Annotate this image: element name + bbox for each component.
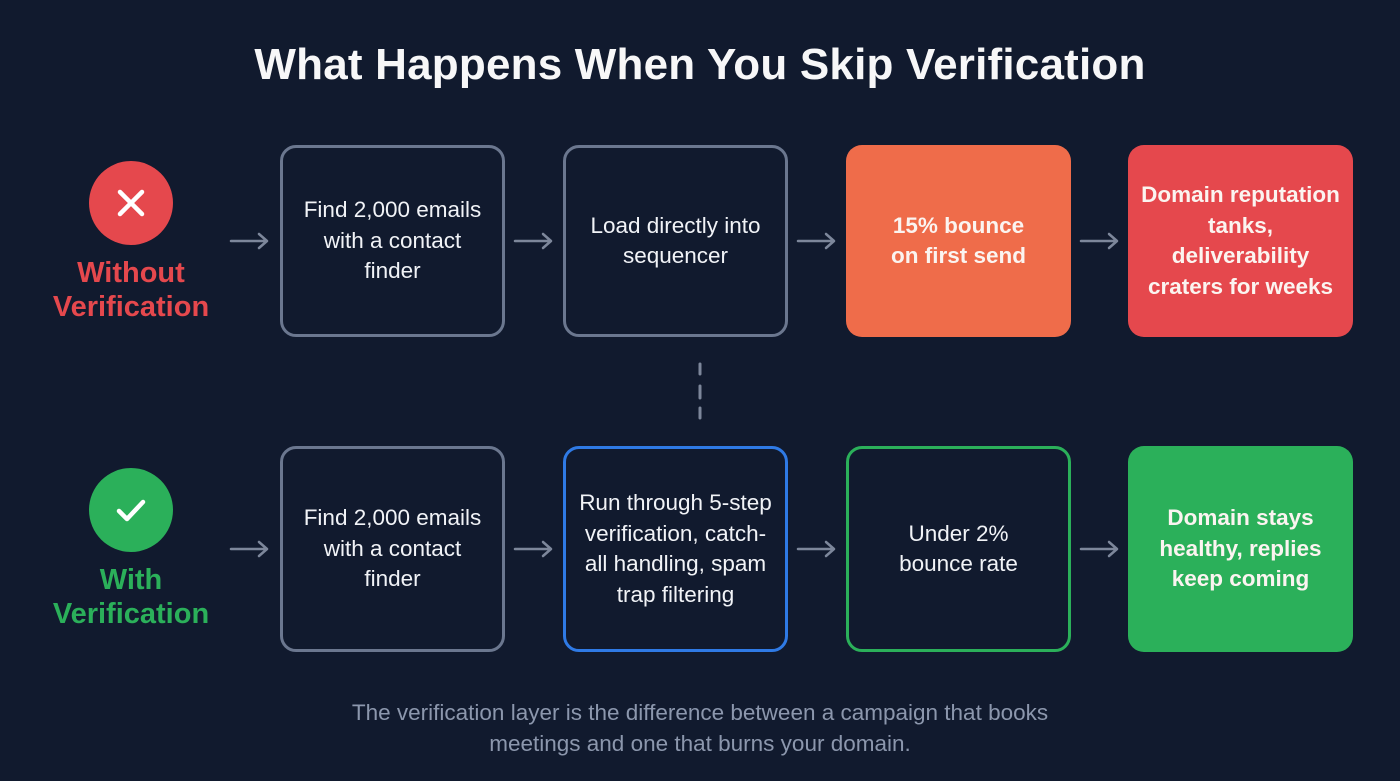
step-text: Find 2,000 emails with a contact finder [303,505,482,592]
arrow-right-icon [513,539,555,559]
footer-line1: The verification layer is the difference… [351,700,1049,725]
page-title: What Happens When You Skip Verification [254,40,1146,89]
step-load-sequencer: Load directly into sequencer [563,145,788,337]
step-find-emails: Find 2,000 emails with a contact finder [280,446,505,652]
step-text: Domain stays healthy, replies keep comin… [1159,505,1322,592]
step-text: Load directly into sequencer [590,212,761,269]
arrow-right-icon [796,539,838,559]
step-text: 15% bounce on first send [890,212,1026,269]
step-verification: Run through 5-step verification, catch-a… [563,446,788,652]
arrow-right-icon [1079,539,1121,559]
row-label-without: Without Verification [11,256,251,324]
row-label-line2: Verification [52,291,210,323]
arrow-right-icon [229,231,271,251]
check-circle-icon [89,468,173,552]
step-text: Under 2% bounce rate [899,520,1018,577]
step-text: Find 2,000 emails with a contact finder [303,197,482,284]
step-high-bounce: 15% bounce on first send [846,145,1071,337]
outcome-domain-healthy: Domain stays healthy, replies keep comin… [1128,446,1353,652]
row-label-line1: With [99,564,163,596]
row-label-line2: Verification [52,598,210,630]
step-text: Domain reputation tanks, deliverability … [1141,182,1340,299]
arrow-right-icon [513,231,555,251]
step-low-bounce: Under 2% bounce rate [846,446,1071,652]
step-find-emails: Find 2,000 emails with a contact finder [280,145,505,337]
dashed-divider [698,362,702,420]
step-text: Run through 5-step verification, catch-a… [579,490,772,607]
x-circle-icon [89,161,173,245]
arrow-right-icon [229,539,271,559]
outcome-reputation-tanks: Domain reputation tanks, deliverability … [1128,145,1353,337]
footer-line2: meetings and one that burns your domain. [489,731,911,756]
row-label-line1: Without [77,257,185,289]
arrow-right-icon [796,231,838,251]
footer-caption: The verification layer is the difference… [0,697,1400,759]
arrow-right-icon [1079,231,1121,251]
row-label-with: With Verification [11,563,251,631]
